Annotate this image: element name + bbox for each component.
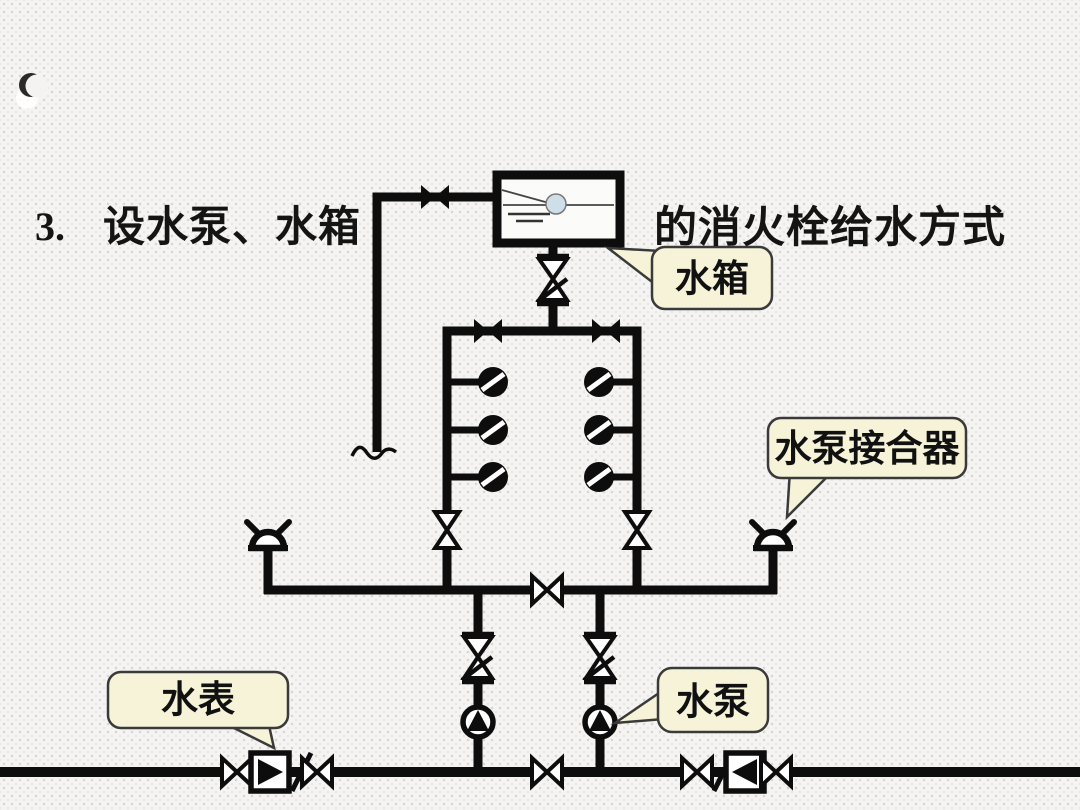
check-valve-icon (462, 634, 494, 682)
callout-bubble (106, 670, 290, 730)
callout-tail (610, 688, 666, 725)
gate-valve-icon (592, 319, 620, 343)
stop-valve-icon (623, 510, 651, 550)
water-tank (492, 170, 625, 248)
fire-hydrant-icon (584, 415, 614, 445)
callout-meter: 水表 (106, 670, 290, 751)
pipe-break-squiggle-icon (350, 445, 398, 460)
title-right: 的消火栓给水方式 (654, 204, 1006, 252)
hydrant-branch-pipes (447, 378, 637, 481)
gate-valve-icon (530, 574, 564, 606)
water-pump-icon (585, 707, 615, 737)
water-meter-icon (251, 753, 289, 791)
piping-network (0, 185, 1080, 791)
adapter-label: 水泵接合器 (775, 428, 961, 470)
fire-hydrant-icon (584, 462, 614, 492)
pump-branch-pipes (473, 586, 605, 776)
water-pump-icon (463, 707, 493, 737)
gate-valve-icon (759, 756, 793, 788)
check-valve-icon (537, 256, 569, 304)
pump-adapter-icon (752, 522, 794, 548)
pump-label: 水泵 (676, 681, 750, 723)
adapter-stub-pipes (263, 548, 778, 594)
float-ball-icon (545, 193, 567, 215)
water-meter-icon (726, 753, 764, 791)
gate-valve-icon (680, 756, 714, 788)
callout-bubble (766, 416, 968, 480)
gate-valve-icon (220, 756, 254, 788)
check-valve-icon (584, 634, 616, 682)
fire-hydrant-icon (478, 415, 508, 445)
pump-adapter-icon (247, 522, 289, 548)
float-arm (501, 189, 550, 204)
gate-valve-icon (474, 319, 502, 343)
fire-hydrant-icon (478, 367, 508, 397)
callout-bubble (656, 666, 770, 734)
riser-loop-pipe (442, 326, 642, 512)
title-left: 设水泵、水箱 (103, 203, 361, 250)
tank-inlet-pipe (372, 192, 497, 452)
callout-pump: 水泵 (610, 666, 770, 734)
meter-label: 水表 (161, 679, 235, 721)
callout-tank: 水箱 (604, 245, 774, 311)
title-number: 3. (35, 204, 65, 249)
callout-bubble (650, 245, 774, 311)
gate-valve-icon (530, 756, 564, 788)
fire-hydrant-icon (478, 462, 508, 492)
tank-label: 水箱 (675, 258, 749, 300)
callout-adapter: 水泵接合器 (766, 416, 968, 521)
gate-valve-icon (300, 756, 334, 788)
corner-crescent-decoration (16, 73, 49, 109)
stop-valve-icon (433, 510, 461, 550)
gate-valve-icon (421, 185, 449, 209)
fire-hydrant-icon (584, 367, 614, 397)
